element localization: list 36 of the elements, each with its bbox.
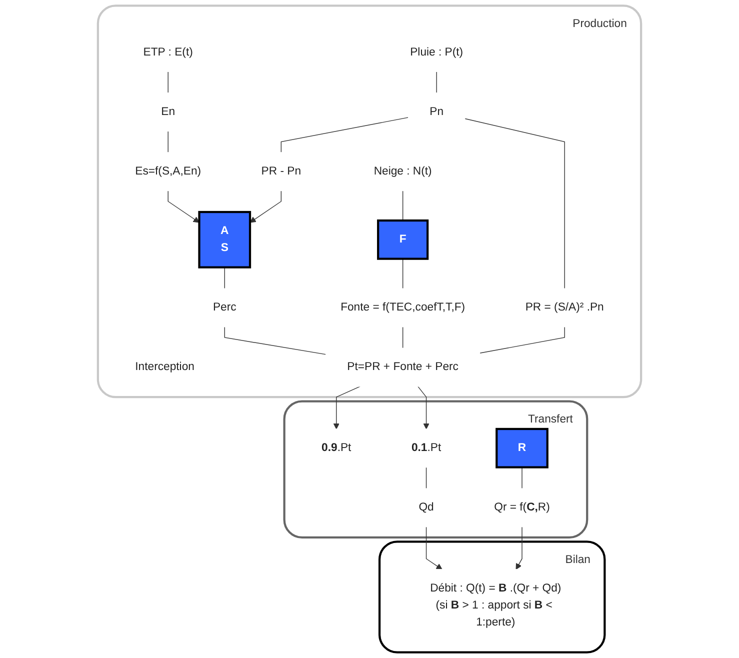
node-text: En [161,106,176,118]
node-text: Neige : N(t) [374,165,432,178]
connector [224,326,326,355]
node-text: Interception [135,360,194,373]
connector [402,258,404,289]
node-text: Qd [418,501,434,514]
connector [280,117,409,153]
node-text: ETP : E(t) [143,46,193,58]
node-text: Perc [212,301,236,314]
node-text: Débit : Q(t) = B .(Qr + Qd) (si B > 1 : apport si B < 1:perte) [430,582,562,628]
arrow [418,386,430,430]
node-text: PR - Pn [261,165,302,178]
arrow [333,386,360,430]
arrow [426,526,442,570]
node-text: 0.1.Pt [411,442,442,454]
connector [402,190,404,221]
node-box: F [377,219,429,260]
connector [464,118,565,289]
connector [402,326,404,348]
node-box: R [496,428,548,468]
node-text: 0.9.Pt [322,442,352,454]
arrow [516,526,522,570]
node-text: Pt=PR + Fonte + Perc [347,360,458,373]
node-text: Es=f(S,A,En) [135,165,202,178]
arrow [250,190,282,223]
connector [426,466,427,489]
connector [479,326,565,354]
node-text: Pluie : P(t) [410,46,464,58]
node-text: PR = (S/A)² .Pn [525,301,604,314]
node-text: Fonte = f(TEC,coefT,T,F) [340,301,466,314]
arrow [168,190,200,223]
connector [224,266,225,289]
node-text: Qr = f(C,R) [494,501,550,514]
node-text: Pn [430,106,444,118]
node-box: A S [198,210,252,268]
connector [436,71,437,94]
